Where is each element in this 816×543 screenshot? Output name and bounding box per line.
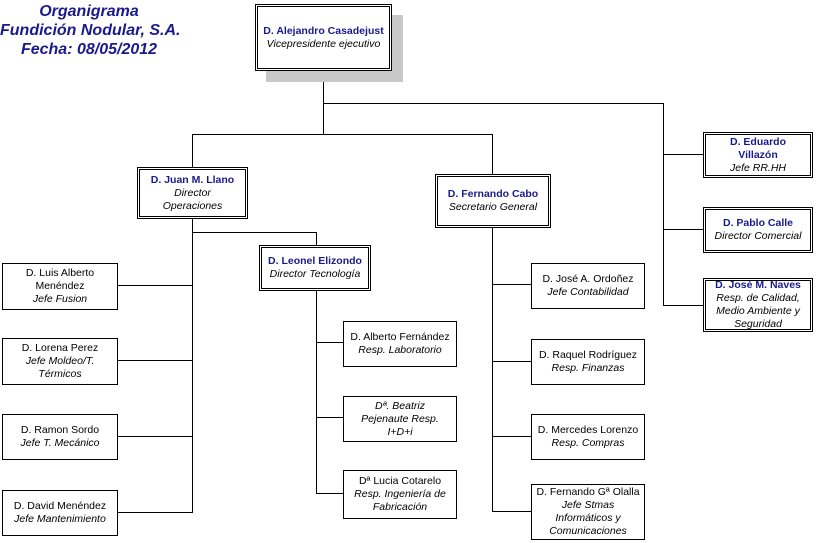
node-jefe-rrhh[interactable]: D. Eduardo Villazón Jefe RR.HH [703, 132, 813, 178]
node-resp-compras[interactable]: D. Mercedes Lorenzo Resp. Compras [531, 414, 645, 460]
node-resp-calidad[interactable]: D. José M. Naves Resp. de Calidad, Medio… [703, 278, 813, 332]
node-name: D. Raquel Rodríguez [538, 349, 638, 361]
node-role: Director Operaciones [162, 186, 223, 212]
title-line-2: Fundición Nodular, S.A. [0, 22, 181, 39]
node-resp-finanzas[interactable]: D. Raquel Rodríguez Resp. Finanzas [531, 339, 645, 385]
node-resp-ingenieria[interactable]: Dª Lucia Cotarelo Resp. Ingeniería de Fa… [343, 470, 457, 519]
node-name: D. Juan M. Llano [150, 173, 235, 186]
title-line-1: Organigrama [39, 3, 139, 20]
node-name: D. Lorena Perez [21, 342, 99, 354]
node-role: Vicepresidente ejecutivo [266, 37, 381, 50]
node-name: D. José A. Ordoñez [542, 273, 634, 285]
node-name: D. Alejandro Casadejust [263, 24, 384, 37]
node-role: Resp. Compras [551, 437, 625, 449]
node-jefe-fusion[interactable]: D. Luis Alberto Menéndez Jefe Fusion [2, 263, 118, 310]
node-name: D. Ramon Sordo [20, 424, 100, 436]
node-name: D. Fernando Gª Olalla [536, 486, 640, 498]
node-name: D. Leonel Elizondo [268, 255, 362, 267]
node-name: Dª Lucia Cotarelo [358, 475, 442, 487]
node-name: D. Eduardo Villazón [729, 135, 786, 161]
node-name: D. Fernando Cabo [447, 188, 539, 200]
node-director-comercial[interactable]: D. Pablo Calle Director Comercial [703, 207, 813, 253]
node-role: Resp. Finanzas [551, 362, 625, 374]
title-line-3: Fecha: 08/05/2012 [20, 41, 158, 58]
node-role: Jefe Stmas Informáticos y Comunicaciones [549, 499, 627, 537]
node-name: D. Luis Alberto Menéndez [25, 267, 95, 292]
node-name: D. José M. Naves [715, 279, 801, 291]
node-jefe-contabilidad[interactable]: D. José A. Ordoñez Jefe Contabilidad [531, 263, 645, 309]
node-role: Resp. Laboratorio [358, 344, 442, 356]
node-resp-idi[interactable]: Dª. Beatriz Pejenaute Resp. I+D+i [343, 396, 457, 442]
node-role: Jefe Moldeo/T. Térmicos [25, 355, 95, 380]
node-role: Dª. Beatriz Pejenaute Resp. I+D+i [361, 399, 439, 438]
chart-title: Organigrama Fundición Nodular, S.A. Fech… [0, 2, 181, 59]
node-jefe-moldeo[interactable]: D. Lorena Perez Jefe Moldeo/T. Térmicos [2, 338, 118, 385]
node-role: Jefe T. Mecánico [20, 437, 100, 449]
node-jefe-t-mecanico[interactable]: D. Ramon Sordo Jefe T. Mecánico [2, 414, 118, 460]
node-role: Secretario General [448, 201, 538, 213]
node-role: Jefe Mantenimiento [14, 513, 106, 525]
node-jefe-mantenimiento[interactable]: D. David Menéndez Jefe Mantenimiento [2, 490, 118, 536]
node-name: D. David Menéndez [13, 500, 107, 512]
node-director-operaciones[interactable]: D. Juan M. Llano Director Operaciones [137, 167, 248, 219]
node-role: Director Comercial [714, 230, 802, 242]
node-name: D. Alberto Fernández [350, 331, 450, 343]
node-role: Resp. Ingeniería de Fabricación [354, 488, 446, 513]
node-resp-laboratorio[interactable]: D. Alberto Fernández Resp. Laboratorio [343, 321, 457, 367]
node-secretario-general[interactable]: D. Fernando Cabo Secretario General [435, 174, 551, 228]
node-role: Jefe Fusion [32, 293, 88, 305]
node-director-tecnologia[interactable]: D. Leonel Elizondo Director Tecnología [259, 245, 371, 291]
node-role: Resp. de Calidad, Medio Ambiente y Segur… [716, 292, 800, 330]
node-name: D. Pablo Calle [722, 217, 794, 229]
node-jefe-sistemas[interactable]: D. Fernando Gª Olalla Jefe Stmas Informá… [531, 484, 645, 540]
node-vicepresidente[interactable]: D. Alejandro Casadejust Vicepresidente e… [255, 4, 392, 71]
node-name: D. Mercedes Lorenzo [537, 424, 639, 436]
node-role: Jefe RR.HH [729, 161, 786, 174]
node-role: Director Tecnología [269, 268, 361, 280]
node-role: Jefe Contabilidad [547, 286, 629, 298]
